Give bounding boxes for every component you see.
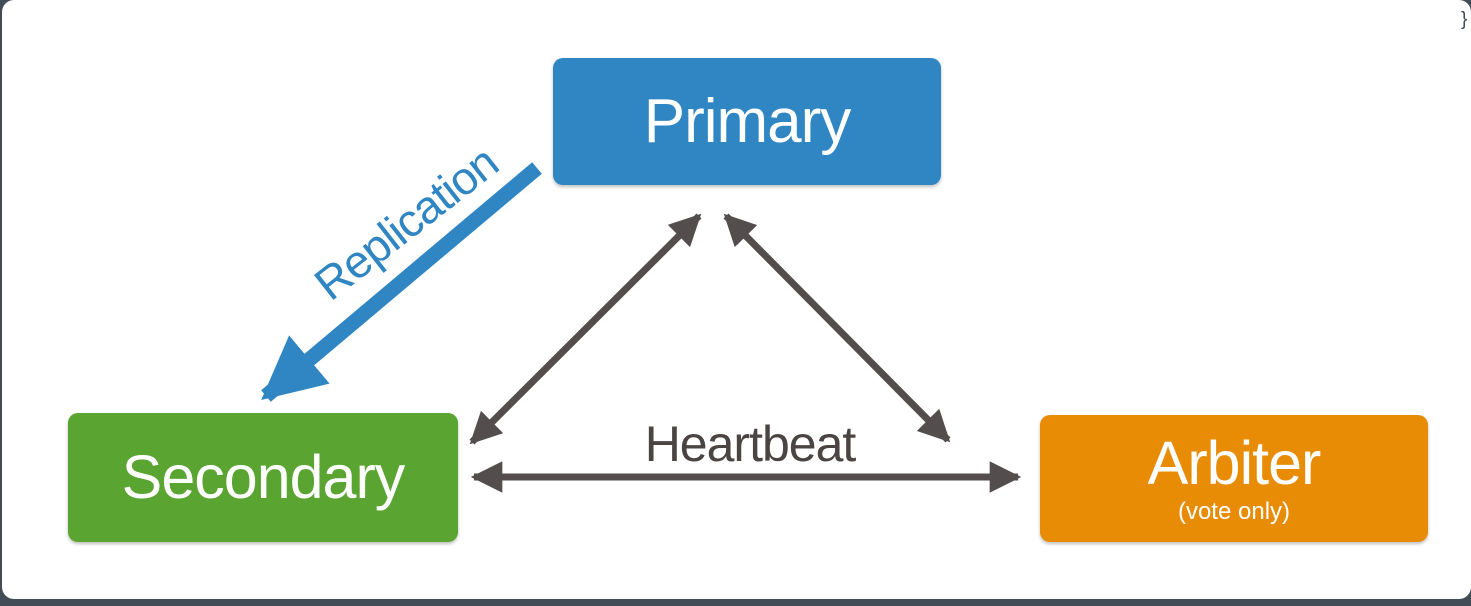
replication-label: Replication: [304, 135, 508, 311]
node-secondary: Secondary: [68, 413, 458, 542]
node-primary-label: Primary: [643, 86, 852, 156]
node-secondary-label: Secondary: [121, 443, 406, 512]
node-primary: Primary: [553, 58, 941, 185]
heartbeat-label: Heartbeat: [644, 416, 857, 472]
node-arbiter-label: Arbiter: [1147, 428, 1322, 497]
node-arbiter-sublabel: (vote only): [1177, 498, 1291, 526]
edge-artifact-glyph: }: [1461, 9, 1468, 30]
node-arbiter: Arbiter (vote only): [1040, 415, 1428, 542]
